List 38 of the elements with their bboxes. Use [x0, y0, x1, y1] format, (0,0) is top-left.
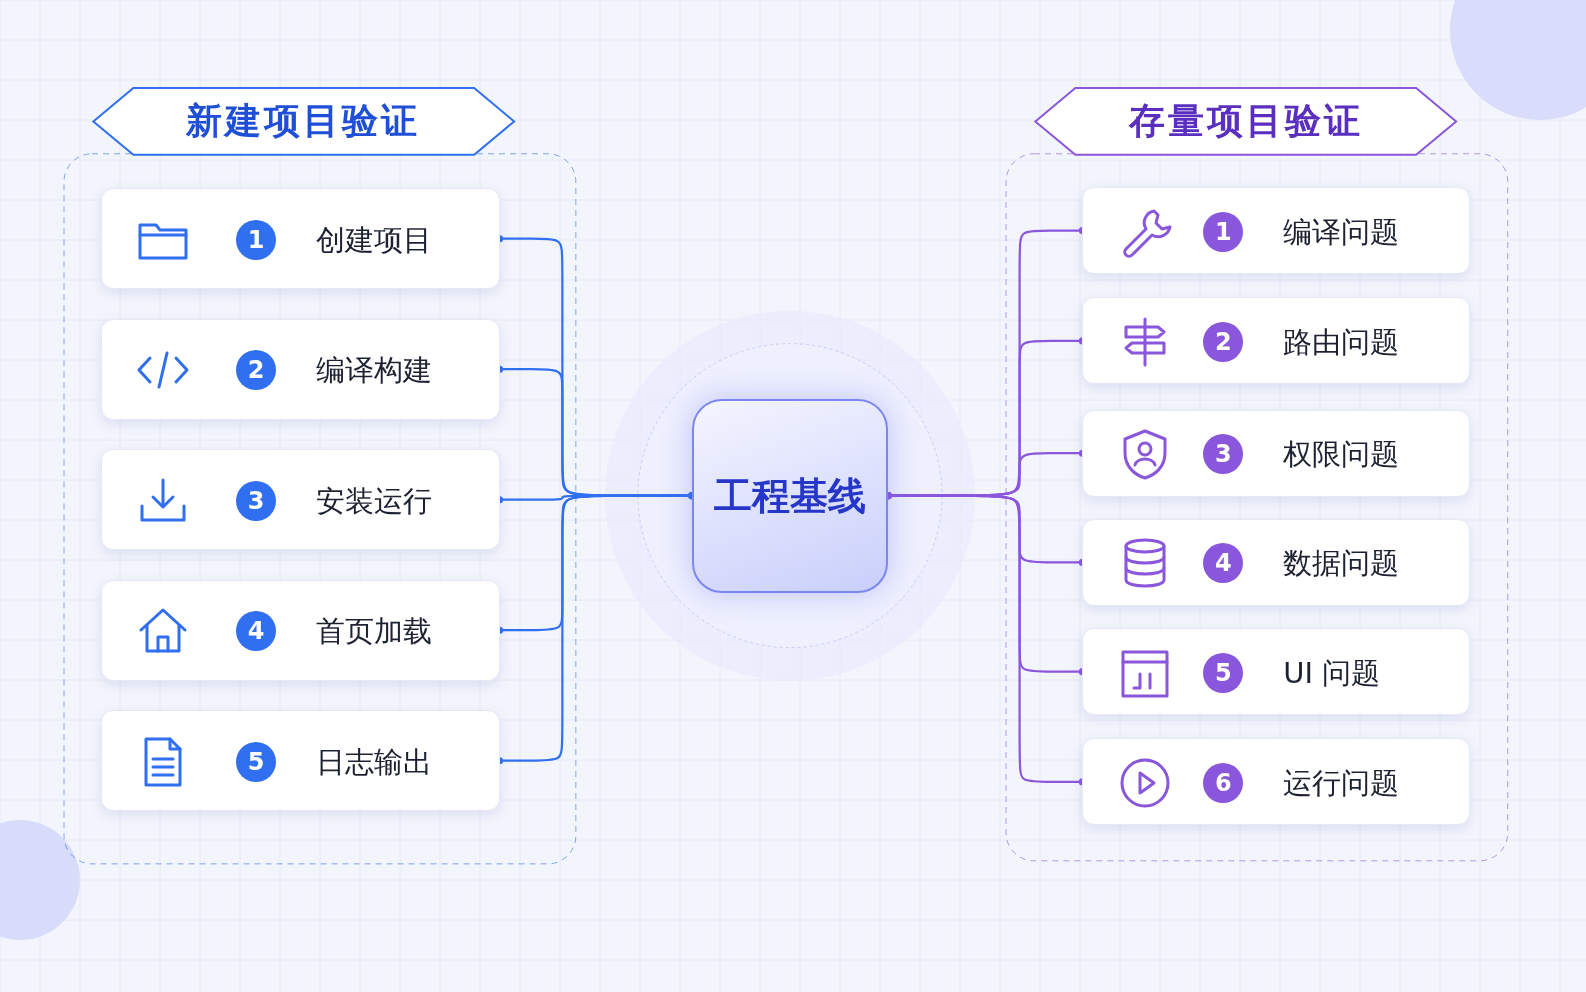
step-number: 4 [236, 611, 277, 652]
step-card [101, 449, 500, 551]
step-card [101, 188, 500, 290]
step-label: 数据问题 [1283, 545, 1400, 583]
step-number: 3 [236, 480, 277, 521]
step-card [101, 710, 500, 812]
step-card [1082, 738, 1470, 826]
step-number: 2 [1203, 321, 1244, 362]
step-label: 路由问题 [1283, 323, 1400, 361]
step-card [101, 318, 500, 420]
step-label: 创建项目 [316, 221, 433, 259]
step-label: 首页加载 [316, 613, 433, 651]
step-number: 1 [236, 219, 277, 260]
group-container [1005, 85, 1510, 862]
step-number: 1 [1203, 211, 1244, 252]
step-label: UI 问题 [1283, 654, 1381, 692]
step-number: 6 [1203, 762, 1244, 803]
step-label: 安装运行 [316, 482, 433, 520]
center-title: 工程基线 [713, 472, 866, 520]
step-card [1082, 187, 1470, 275]
step-card [1082, 518, 1470, 606]
group-container [62, 85, 577, 865]
step-label: 权限问题 [1283, 436, 1400, 474]
step-label: 编译问题 [1283, 213, 1400, 251]
step-number: 4 [1203, 543, 1244, 584]
step-number: 2 [236, 350, 277, 391]
step-card [1082, 409, 1470, 497]
step-number: 5 [236, 741, 277, 782]
step-card [101, 579, 500, 681]
step-card [1082, 628, 1470, 716]
group-heading: 新建项目验证 [186, 99, 421, 144]
step-card [1082, 297, 1470, 385]
step-number: 3 [1203, 434, 1244, 475]
step-label: 运行问题 [1283, 764, 1400, 802]
step-label: 编译构建 [316, 352, 433, 390]
step-label: 日志输出 [316, 743, 433, 781]
group-heading: 存量项目验证 [1129, 99, 1364, 144]
step-number: 5 [1203, 652, 1244, 693]
